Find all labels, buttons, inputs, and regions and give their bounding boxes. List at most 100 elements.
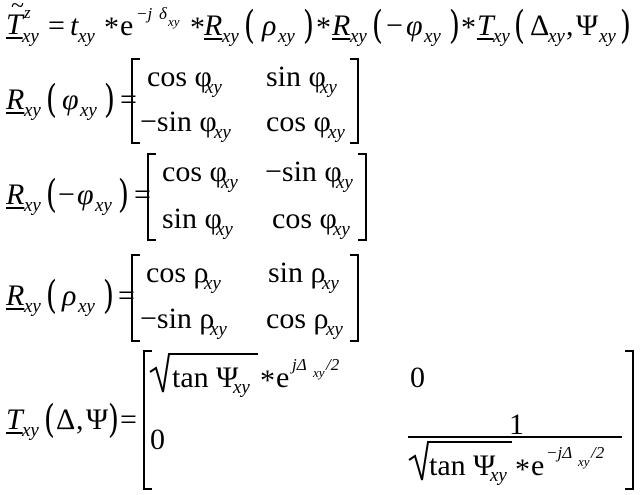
left-paren: ( <box>43 397 55 441</box>
phi-symbol: φ <box>77 178 94 211</box>
subscript-xy: xy <box>78 26 95 47</box>
matrix-left-bracket <box>143 350 152 490</box>
subscript-xy: xy <box>216 219 233 240</box>
e-symbol: e <box>276 361 290 394</box>
equals-sign: = <box>120 403 137 436</box>
subscript-xy: xy <box>599 26 616 47</box>
left-paren: ( <box>45 172 57 216</box>
exponent-subscript-xy: xy <box>578 454 590 469</box>
star-operator: * <box>260 364 275 397</box>
matrix-cell-21: sin φ <box>162 202 222 235</box>
r-symbol: R <box>6 178 25 211</box>
r-symbol: R <box>6 83 25 116</box>
exponent-minus-j: −j <box>136 4 153 23</box>
matrix-left-bracket <box>147 153 156 241</box>
equals-sign: = <box>118 279 135 312</box>
radical-sign <box>149 353 258 393</box>
matrix-left-bracket <box>131 254 140 342</box>
star-operator: * <box>316 11 331 44</box>
t-tilde-symbol: T <box>6 8 23 41</box>
subscript-xy: xy <box>326 319 343 340</box>
comma: , <box>566 9 574 42</box>
matrix-cell-11: cos φ <box>162 155 227 188</box>
phi-symbol: φ <box>62 83 79 116</box>
subscript-xy: xy <box>328 122 345 143</box>
star-operator: * <box>190 11 205 44</box>
e-symbol: e <box>531 449 545 482</box>
star-operator: * <box>104 11 119 44</box>
subscript-xy: xy <box>222 26 239 47</box>
tan-psi-text: tan Ψ <box>172 361 239 394</box>
rho-symbol: ρ <box>262 9 277 42</box>
subscript-xy: xy <box>204 273 221 294</box>
r-symbol: R <box>6 279 25 312</box>
subscript-xy: xy <box>24 296 41 317</box>
matrix-cell-22: cos φ <box>266 105 331 138</box>
subscript-xy: xy <box>78 296 95 317</box>
left-paren: ( <box>371 3 383 47</box>
phi-symbol: φ <box>406 9 423 42</box>
r-symbol: R <box>204 9 223 42</box>
tilde-accent: ~ <box>11 0 24 19</box>
right-paren: ) <box>448 3 460 47</box>
exponent-minus-j-delta: −jΔ <box>546 443 573 462</box>
subscript-xy: xy <box>221 172 238 193</box>
right-paren: ) <box>107 397 119 441</box>
right-paren: ) <box>619 3 631 47</box>
matrix-right-bracket <box>358 153 367 241</box>
comma: , <box>76 403 84 436</box>
minus-sign: − <box>58 178 75 211</box>
subscript-xy: xy <box>322 273 339 294</box>
e-symbol: e <box>120 9 134 42</box>
subscript-xy: xy <box>490 465 507 486</box>
subscript-xy: xy <box>210 319 227 340</box>
matrix-right-bracket <box>350 254 359 342</box>
star-operator: * <box>515 453 530 486</box>
fraction-numerator-one: 1 <box>509 408 524 441</box>
exponent-over-two: /2 <box>326 355 340 374</box>
subscript-xy: xy <box>24 100 41 121</box>
subscript-xy: xy <box>95 195 112 216</box>
subscript-xy: xy <box>22 26 39 47</box>
exponent-over-two: /2 <box>591 443 605 462</box>
exponent-subscript-xy: xy <box>168 14 180 29</box>
t-symbol: t <box>70 9 79 42</box>
matrix-left-bracket <box>131 58 140 144</box>
subscript-xy: xy <box>333 219 350 240</box>
matrix-cell-22: cos φ <box>272 202 337 235</box>
delta-symbol: Δ <box>56 403 76 436</box>
matrix-cell-11: cos φ <box>147 60 212 93</box>
subscript-xy: xy <box>320 77 337 98</box>
tan-psi-text: tan Ψ <box>429 449 496 482</box>
equals-sign: = <box>48 9 65 42</box>
exponent-j-delta: jΔ <box>292 355 307 374</box>
right-paren: ) <box>102 273 114 317</box>
matrix-cell-21: −sin ρ <box>140 302 215 335</box>
left-paren: ( <box>243 3 255 47</box>
subscript-xy: xy <box>214 122 231 143</box>
radical-sign <box>408 441 512 481</box>
matrix-zero-12: 0 <box>410 361 425 394</box>
right-paren: ) <box>302 3 314 47</box>
delta-symbol: Δ <box>530 9 550 42</box>
subscript-xy: xy <box>22 420 39 441</box>
subscript-xy: xy <box>233 377 250 398</box>
superscript-z: z <box>24 3 31 22</box>
star-operator: * <box>461 11 476 44</box>
subscript-xy: xy <box>278 26 295 47</box>
t-symbol: T <box>6 403 23 436</box>
subscript-xy: xy <box>80 100 97 121</box>
subscript-xy: xy <box>548 26 565 47</box>
left-paren: ( <box>45 273 57 317</box>
matrix-cell-22: cos ρ <box>266 302 329 335</box>
right-paren: ) <box>117 172 129 216</box>
equals-sign: = <box>134 178 151 211</box>
matrix-right-bracket <box>625 350 634 490</box>
matrix-cell-11: cos ρ <box>146 256 209 289</box>
matrix-cell-12: sin ρ <box>268 256 326 289</box>
t-symbol: T <box>477 9 494 42</box>
matrix-cell-12: sin φ <box>266 60 326 93</box>
matrix-right-bracket <box>350 58 359 144</box>
psi-symbol: Ψ <box>576 9 599 42</box>
